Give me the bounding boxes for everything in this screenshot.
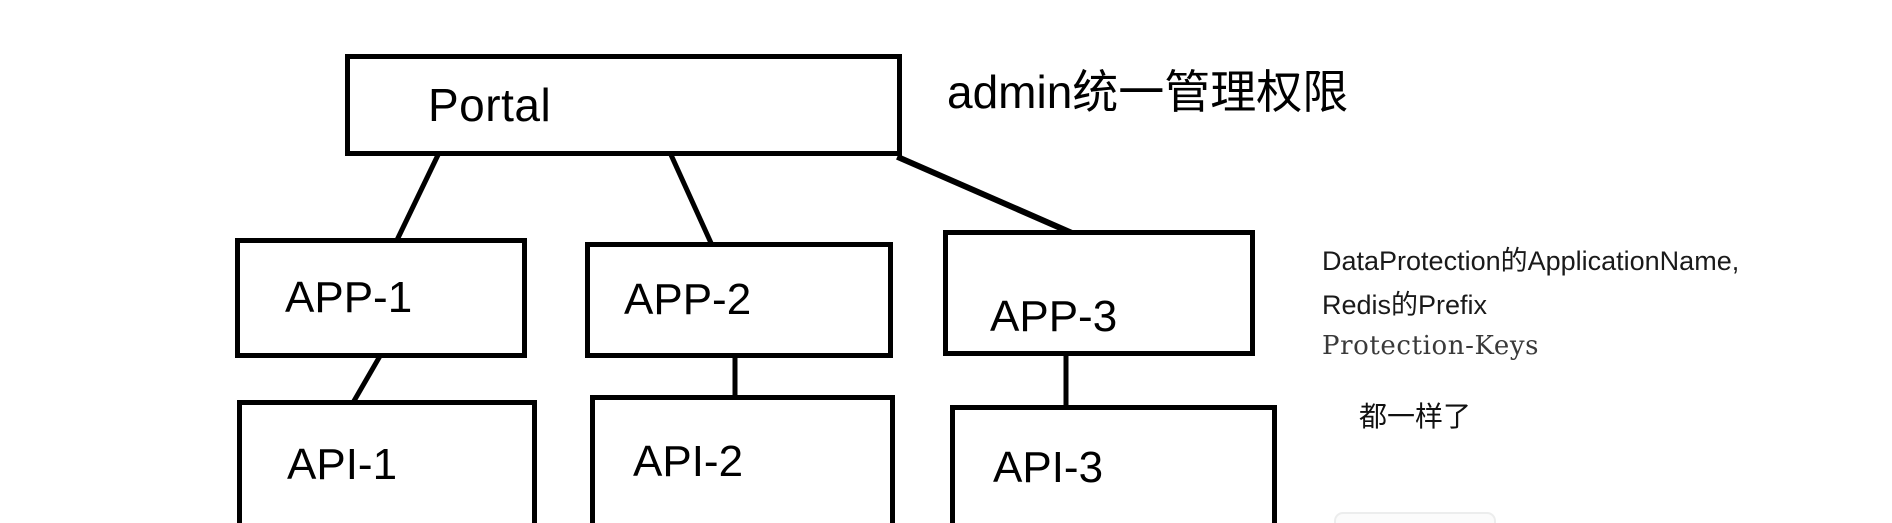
node-api-2-label: API-2	[633, 436, 744, 486]
edge-portal-app1	[394, 153, 441, 242]
node-app-1-label: APP-1	[285, 273, 413, 322]
node-app-3[interactable]: APP-3	[943, 230, 1255, 356]
annotation-admin-permissions: admin统一管理权限	[947, 66, 1349, 118]
node-api-1[interactable]: API-1	[237, 400, 537, 523]
bottom-panel-edge	[1334, 512, 1496, 523]
annotation-notes-block: DataProtection的ApplicationName, Redis的Pr…	[1322, 240, 1862, 366]
node-api-2[interactable]: API-2	[590, 395, 895, 523]
node-api-1-label: API-1	[287, 440, 398, 489]
annotation-notes-footer: 都一样了	[1359, 401, 1472, 432]
node-app-2-label: APP-2	[624, 275, 752, 324]
node-app-3-label: APP-3	[990, 292, 1118, 341]
edge-portal-app3	[896, 154, 1076, 237]
node-api-3[interactable]: API-3	[950, 405, 1277, 523]
node-app-2[interactable]: APP-2	[585, 242, 893, 358]
edge-portal-app2	[668, 153, 715, 247]
note-line-protection-keys: Protection-Keys	[1322, 331, 1540, 362]
node-api-3-label: API-3	[993, 442, 1104, 492]
note-line-redis-prefix: Redis的Prefix	[1322, 289, 1488, 320]
edge-app1-api1	[350, 352, 384, 405]
node-portal[interactable]: Portal	[345, 54, 902, 156]
note-line-application-name: DataProtection的ApplicationName,	[1322, 246, 1740, 276]
node-portal-label: Portal	[428, 79, 552, 131]
node-app-1[interactable]: APP-1	[235, 238, 527, 358]
